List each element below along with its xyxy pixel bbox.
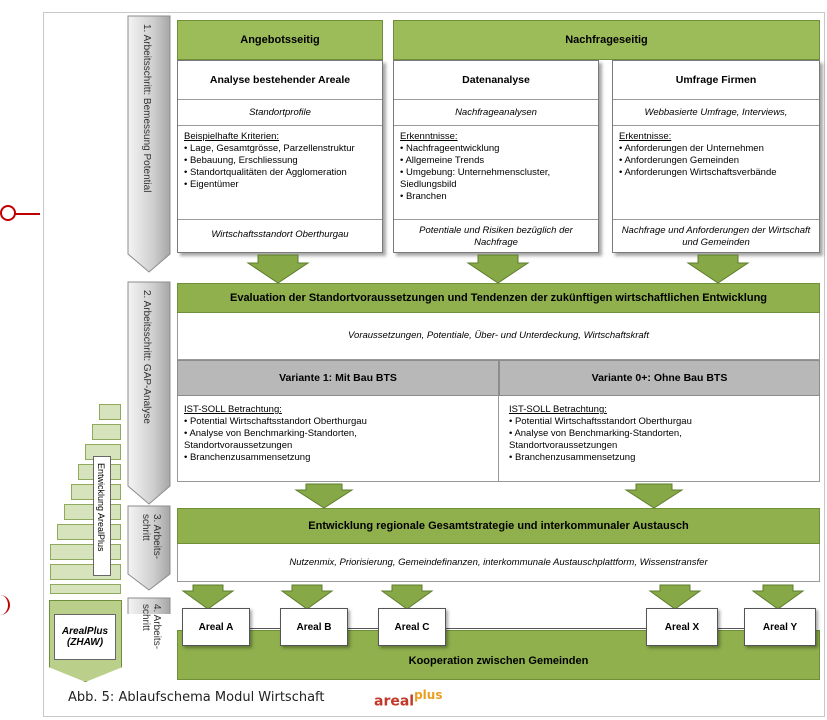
list-item: • Branchenzusammensetzung xyxy=(184,452,311,463)
list-item: • Standortqualitäten der Agglomeration xyxy=(184,167,347,178)
panel-subtitle: Webbasierte Umfrage, Interviews, xyxy=(644,107,788,118)
step1-label: 1. Arbeitsschritt: Bemessung Potential xyxy=(141,24,152,193)
entwicklung-arealplus-box: Entwicklung ArealPlus xyxy=(93,456,111,576)
down-arrow xyxy=(751,584,805,610)
down-arrow xyxy=(181,584,235,610)
criteria-heading: Erkentnisse: xyxy=(619,131,672,142)
panel-footer: Wirtschaftsstandort Oberthurgau xyxy=(211,229,349,240)
panel-datenanalyse: Datenanalyse Nachfrageanalysen Erkenntni… xyxy=(393,60,599,253)
list-item: • Eigentümer xyxy=(184,179,239,190)
step3-label: 3. Arbeits-schritt xyxy=(140,514,162,560)
kooperation-bar: Kooperation zwischen Gemeinden xyxy=(177,630,820,680)
red-connector-line xyxy=(14,213,40,215)
down-arrow xyxy=(294,483,354,509)
list-item: • Anforderungen Wirtschaftsverbände xyxy=(619,167,777,178)
arrows-row2 xyxy=(294,483,684,509)
panel-criteria: Erkentnisse: • Anforderungen der Unterne… xyxy=(619,131,813,179)
panel-umfrage-firmen: Umfrage Firmen Webbasierte Umfrage, Inte… xyxy=(612,60,820,253)
panel-footer: Potentiale und Risiken bezüglich der Nac… xyxy=(419,225,573,248)
logo-main: areal xyxy=(374,693,415,710)
panel-subtitle: Nachfrageanalysen xyxy=(455,107,537,118)
arrows-row3 xyxy=(181,584,805,610)
figure-caption: Abb. 5: Ablaufschema Modul Wirtschaft xyxy=(68,690,325,705)
stair-step xyxy=(57,524,121,540)
nachfrageseitig-header: Nachfrageseitig xyxy=(393,20,820,60)
list-item: • Analyse von Benchmarking-Standorten, S… xyxy=(184,428,357,451)
step4-box xyxy=(127,597,171,614)
areal-connector-line xyxy=(200,628,780,629)
areal-c-box: Areal C xyxy=(378,608,446,646)
criteria-heading: Erkenntnisse: xyxy=(400,131,458,142)
down-arrow xyxy=(380,584,434,610)
down-arrow xyxy=(280,584,334,610)
step2-label: 2. Arbeitsschritt: GAP-Analyse xyxy=(141,290,152,424)
down-arrow xyxy=(648,584,702,610)
list-item: • Branchen xyxy=(400,191,447,202)
variant1-header: Variante 1: Mit Bau BTS xyxy=(177,360,499,396)
areal-x-box: Areal X xyxy=(646,608,718,646)
panel-criteria: Erkenntnisse: • Nachfrageentwicklung • A… xyxy=(400,131,592,203)
variant0-header: Variante 0+: Ohne Bau BTS xyxy=(499,360,820,396)
list-item: • Nachfrageentwicklung xyxy=(400,143,500,154)
criteria-heading: Beispielhafte Kriterien: xyxy=(184,131,280,142)
down-arrow xyxy=(246,254,310,284)
step2-arrow xyxy=(127,281,171,505)
panel-footer: Nachfrage und Anforderungen der Wirtscha… xyxy=(621,225,811,248)
panel-subtitle: Standortprofile xyxy=(249,107,311,118)
red-marker-lower xyxy=(0,595,10,615)
evaluation-subtitle: Voraussetzungen, Potentiale, Über- und U… xyxy=(177,313,820,360)
arealplus-logo: arealplus xyxy=(374,688,442,709)
areal-b-box: Areal B xyxy=(280,608,348,646)
list-item: • Branchenzusammensetzung xyxy=(509,452,636,463)
panel-title: Analyse bestehender Areale xyxy=(209,74,351,86)
step-arrows xyxy=(127,15,171,614)
red-marker xyxy=(0,205,16,221)
strategy-subtitle: Nutzenmix, Priorisierung, Gemeindefinanz… xyxy=(177,544,820,582)
stair-step xyxy=(92,424,121,440)
list-item: • Analyse von Benchmarking-Standorten, S… xyxy=(509,428,682,451)
down-arrow xyxy=(624,483,684,509)
arealplus-zhaw-box: ArealPlus (ZHAW) xyxy=(54,614,116,660)
step3-arrow xyxy=(127,505,171,591)
panel-title: Umfrage Firmen xyxy=(675,74,757,86)
criteria-heading: IST-SOLL Betrachtung: xyxy=(509,404,607,415)
strategy-header: Entwicklung regionale Gesamtstrategie un… xyxy=(177,508,820,544)
list-item: • Potential Wirtschaftsstandort Oberthur… xyxy=(184,416,367,427)
list-item: • Allgemeine Trends xyxy=(400,155,485,166)
angebotsseitig-header: Angebotsseitig xyxy=(177,20,383,60)
stair-step xyxy=(50,584,121,594)
areal-a-box: Areal A xyxy=(182,608,250,646)
variant1-body: IST-SOLL Betrachtung: • Potential Wirtsc… xyxy=(177,396,499,482)
panel-title: Datenanalyse xyxy=(462,74,530,86)
list-item: • Potential Wirtschaftsstandort Oberthur… xyxy=(509,416,692,427)
variant0-body: IST-SOLL Betrachtung: • Potential Wirtsc… xyxy=(499,396,820,482)
evaluation-header: Evaluation der Standortvoraussetzungen u… xyxy=(177,283,820,313)
step4-label: 4. Arbeits-schritt xyxy=(140,604,162,650)
areal-y-box: Areal Y xyxy=(744,608,816,646)
stair-step xyxy=(99,404,121,420)
list-item: • Bebauung, Erschliessung xyxy=(184,155,298,166)
list-item: • Anforderungen Gemeinden xyxy=(619,155,740,166)
down-arrow xyxy=(466,254,530,284)
diagram-frame xyxy=(43,12,825,717)
list-item: • Anforderungen der Unternehmen xyxy=(619,143,764,154)
logo-sup: plus xyxy=(414,688,443,702)
down-arrow xyxy=(686,254,750,284)
criteria-heading: IST-SOLL Betrachtung: xyxy=(184,404,282,415)
panel-criteria: Beispielhafte Kriterien: • Lage, Gesamtg… xyxy=(184,131,376,191)
list-item: • Lage, Gesamtgrösse, Parzellenstruktur xyxy=(184,143,355,154)
step1-arrow xyxy=(127,15,171,273)
panel-analyse-areale: Analyse bestehender Areale Standortprofi… xyxy=(177,60,383,253)
list-item: • Umgebung: Unternehmenscluster, Siedlun… xyxy=(400,167,551,190)
arrows-row1 xyxy=(246,254,750,284)
